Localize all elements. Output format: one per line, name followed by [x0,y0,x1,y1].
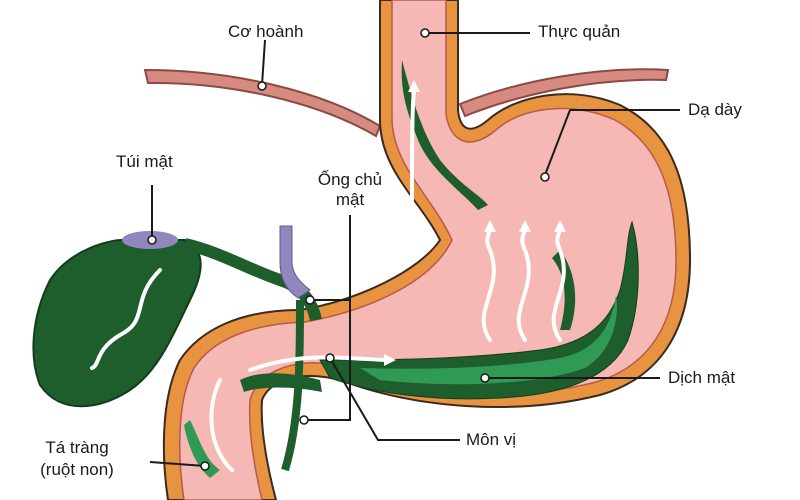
label-stomach: Dạ dày [688,100,742,120]
label-gallbladder: Túi mật [116,152,173,172]
label-duodenum-2: (ruột non) [12,460,142,480]
label-duodenum-1: Tá tràng [12,438,142,458]
label-esophagus: Thực quản [538,22,620,42]
label-common-bile-duct-2: mật [304,190,396,210]
label-pylorus: Môn vị [466,430,516,450]
label-common-bile-duct-1: Ống chủ [304,170,396,190]
label-diaphragm: Cơ hoành [228,22,303,42]
label-bile: Dịch mật [668,368,735,388]
